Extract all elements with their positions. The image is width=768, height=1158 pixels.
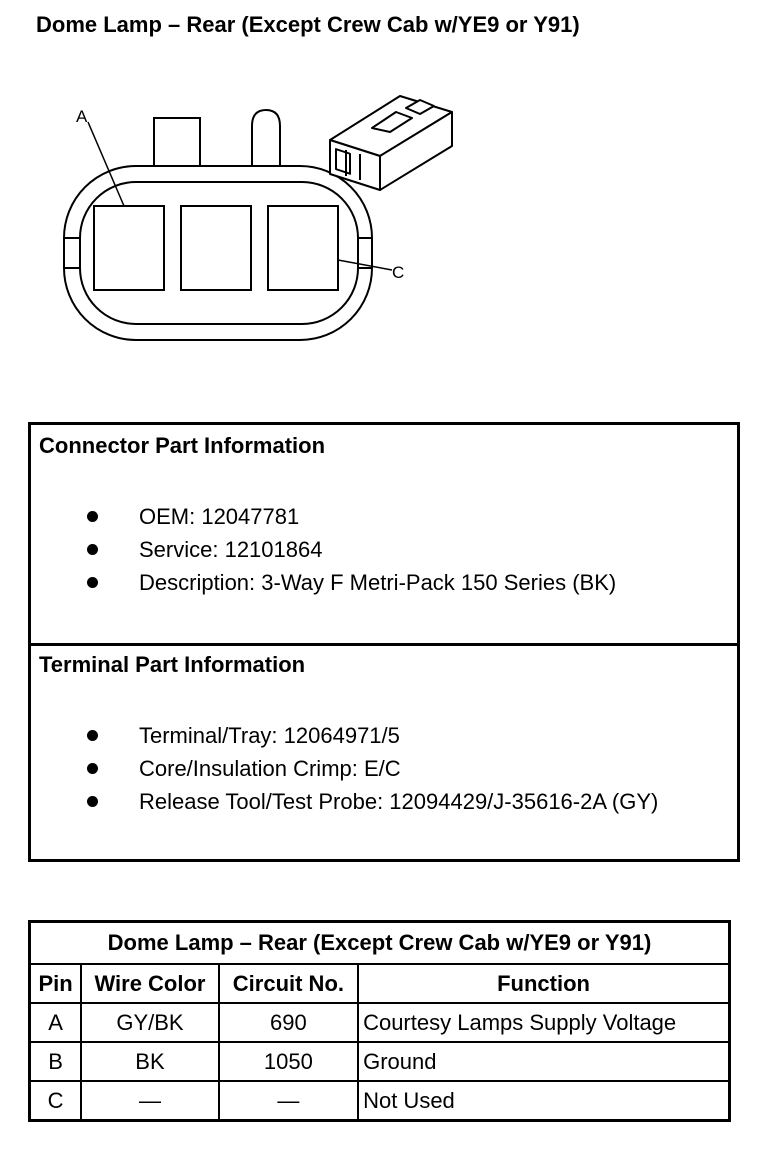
terminal-part-info: Terminal Part Information Terminal/Tray:… xyxy=(31,644,737,859)
leader-line-c xyxy=(337,259,393,271)
connector-housing-inner xyxy=(79,181,359,325)
connector-thumbnail xyxy=(329,95,453,191)
cell-circuit-no: 1050 xyxy=(217,1041,360,1082)
pin-table: Dome Lamp – Rear (Except Crew Cab w/YE9 … xyxy=(28,920,731,1122)
cell-wire-color: BK xyxy=(80,1041,220,1082)
cell-function: Courtesy Lamps Supply Voltage xyxy=(357,1002,731,1043)
pin-label-c: C xyxy=(392,263,404,282)
column-header-wire-color: Wire Color xyxy=(80,963,220,1004)
page-title: Dome Lamp – Rear (Except Crew Cab w/YE9 … xyxy=(36,12,580,37)
cell-circuit-no: — xyxy=(217,1080,360,1122)
bullet-icon xyxy=(87,544,98,555)
cell-pin: A xyxy=(28,1002,83,1043)
part-info-box: Connector Part Information OEM: 12047781… xyxy=(28,422,740,862)
list-item-text: Release Tool/Test Probe: 12094429/J-3561… xyxy=(139,789,659,814)
bullet-icon xyxy=(87,763,98,774)
pin-cavity-b xyxy=(180,205,252,291)
cell-wire-color: — xyxy=(80,1080,220,1122)
connector-part-info: Connector Part Information OEM: 12047781… xyxy=(31,425,737,646)
table-row: B BK 1050 Ground xyxy=(28,1041,731,1082)
table-header-row: Pin Wire Color Circuit No. Function xyxy=(28,963,731,1004)
bullet-icon xyxy=(87,511,98,522)
cell-function: Ground xyxy=(357,1041,731,1082)
cell-pin: B xyxy=(28,1041,83,1082)
pin-label-a: A xyxy=(76,107,88,126)
table-row: C — — Not Used xyxy=(28,1080,731,1122)
cell-wire-color: GY/BK xyxy=(80,1002,220,1043)
cell-pin: C xyxy=(28,1080,83,1122)
cell-function: Not Used xyxy=(357,1080,731,1122)
bullet-icon xyxy=(87,796,98,807)
table-title: Dome Lamp – Rear (Except Crew Cab w/YE9 … xyxy=(28,920,731,965)
connector-info-heading: Connector Part Information xyxy=(39,433,326,458)
list-item-text: Core/Insulation Crimp: E/C xyxy=(139,756,401,781)
table-row: A GY/BK 690 Courtesy Lamps Supply Voltag… xyxy=(28,1002,731,1043)
connector-diagram: A C xyxy=(63,95,453,341)
terminal-info-heading: Terminal Part Information xyxy=(39,652,306,677)
bullet-icon xyxy=(87,577,98,588)
bullet-icon xyxy=(87,730,98,741)
list-item-text: Service: 12101864 xyxy=(139,537,323,562)
list-item-text: Description: 3-Way F Metri-Pack 150 Seri… xyxy=(139,570,617,595)
pin-cavity-c xyxy=(267,205,339,291)
leader-line-a xyxy=(87,121,125,207)
connector-housing-outer xyxy=(63,165,373,341)
pin-cavity-a xyxy=(93,205,165,291)
column-header-function: Function xyxy=(357,963,731,1004)
list-item-text: OEM: 12047781 xyxy=(139,504,300,529)
cell-circuit-no: 690 xyxy=(217,1002,360,1043)
column-header-pin: Pin xyxy=(28,963,83,1004)
column-header-circuit-no: Circuit No. xyxy=(217,963,360,1004)
list-item-text: Terminal/Tray: 12064971/5 xyxy=(139,723,400,748)
